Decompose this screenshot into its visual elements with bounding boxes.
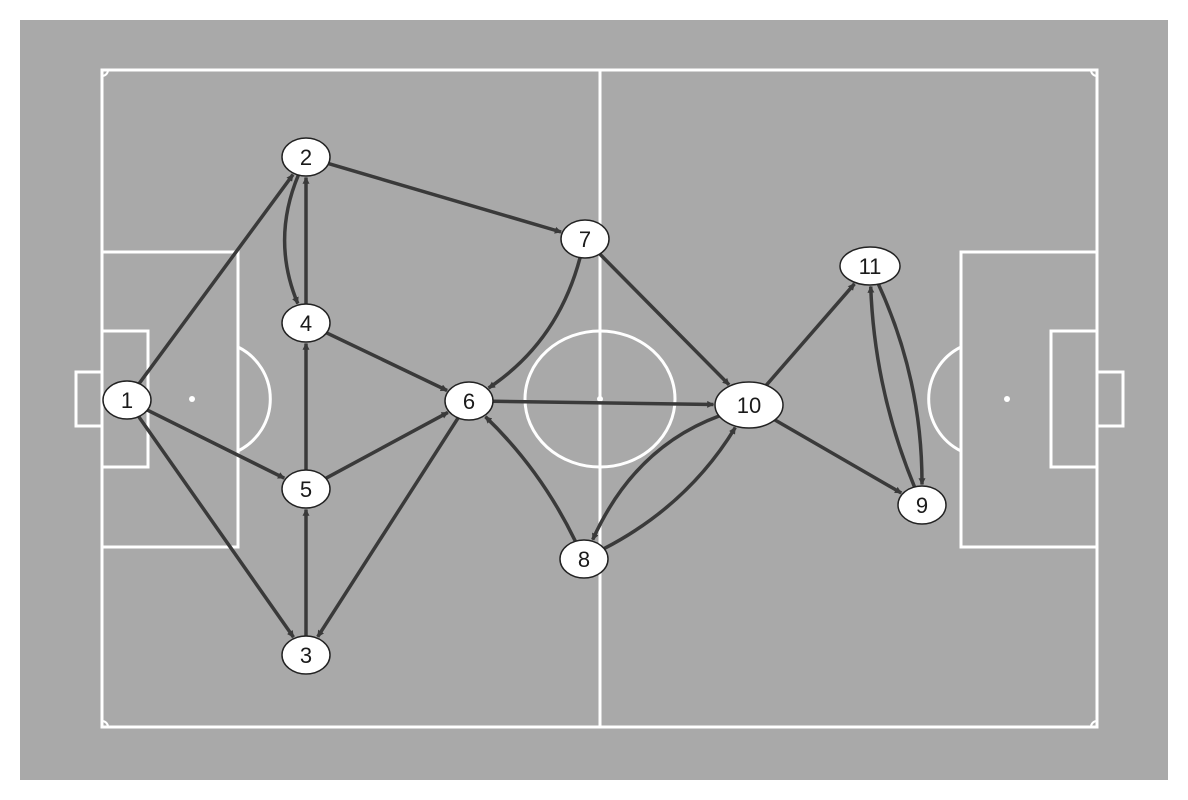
player-node-1: 1 [102,380,152,420]
player-node-ellipse [281,303,331,343]
pass-arrow-7-to-10 [598,252,731,387]
corner-arc-top-right [1090,69,1098,77]
corner-arc-bottom-left [101,720,109,728]
pass-arrows [137,161,926,639]
player-number-label: 3 [300,643,312,668]
pass-arrow-11-to-9 [876,283,926,486]
player-nodes: 1 2 3 4 5 6 7 8 9 10 11 [102,137,947,675]
player-node-10: 10 [714,381,784,429]
pass-arrow-6-to-3 [316,416,460,638]
pass-arrow-8-to-6 [484,415,577,543]
pass-arrow-7-to-6 [487,257,582,390]
field-background [20,20,1168,780]
player-node-2: 2 [281,137,331,177]
pass-arrow-10-to-11 [764,282,856,387]
player-node-ellipse [102,380,152,420]
pass-arrow-2-to-7 [328,161,562,234]
pass-arrow-2-to-4 [282,174,301,305]
pass-arrow-10-to-8 [591,414,720,541]
player-node-ellipse [897,485,947,525]
pass-arrow-6-to-10 [492,399,715,408]
pass-arrow-9-to-11 [867,285,917,488]
corner-arc-top-left [101,69,109,77]
pass-arrow-4-to-6 [325,331,448,393]
player-number-label: 2 [300,145,312,170]
centre-spot [597,396,603,402]
player-node-8: 8 [559,539,609,579]
pass-arrow-10-to-9 [773,418,903,495]
right-penalty-arc [927,345,962,453]
pass-arrow-1-to-2 [137,173,295,385]
pass-arrow-8-to-10 [603,426,737,551]
player-number-label: 6 [463,389,475,414]
player-node-ellipse [559,539,609,579]
pass-arrow-1-to-3 [137,415,295,639]
player-node-6: 6 [444,381,494,421]
player-number-label: 4 [300,311,312,336]
player-node-ellipse [281,137,331,177]
player-number-label: 8 [578,547,590,572]
player-node-ellipse [839,246,901,286]
pass-arrow-1-to-5 [146,408,286,480]
centre-circle [523,329,677,469]
player-number-label: 11 [859,254,882,279]
player-number-label: 1 [121,388,133,413]
player-number-label: 5 [300,477,312,502]
player-number-label: 7 [579,227,591,252]
pass-arrow-5-to-6 [324,410,449,480]
player-node-9: 9 [897,485,947,525]
player-node-ellipse [714,381,784,429]
left-goal [74,370,104,428]
player-node-ellipse [560,219,610,259]
player-number-label: 10 [737,393,761,418]
player-node-4: 4 [281,303,331,343]
right-penalty-spot [1004,396,1010,402]
player-node-ellipse [281,635,331,675]
player-number-label: 9 [916,493,928,518]
left-penalty-arc [237,345,272,453]
corner-arc-bottom-right [1090,720,1098,728]
pitch-markings [74,68,1125,729]
player-node-5: 5 [281,469,331,509]
player-node-ellipse [281,469,331,509]
player-node-3: 3 [281,635,331,675]
left-penalty-spot [189,396,195,402]
right-goal [1095,370,1125,428]
player-node-7: 7 [560,219,610,259]
player-node-ellipse [444,381,494,421]
player-node-11: 11 [839,246,901,286]
